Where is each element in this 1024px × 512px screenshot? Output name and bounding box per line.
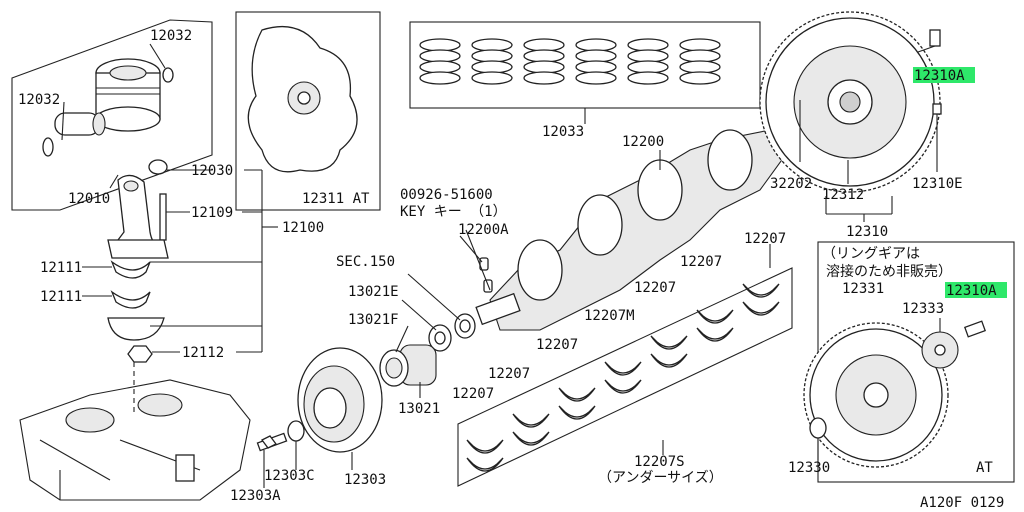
crank-pulley-group — [256, 273, 476, 488]
label-13021e: 13021E — [348, 284, 399, 300]
key-part — [459, 229, 493, 293]
bearing-shell — [696, 309, 734, 324]
piston-ring — [627, 71, 669, 85]
piston-ring — [679, 49, 721, 63]
piston-ring — [627, 38, 669, 52]
label-12303: 12303 — [344, 472, 386, 488]
label-12112: 12112 — [182, 345, 224, 361]
piston-assembly — [11, 19, 213, 211]
bearing-shell — [650, 353, 688, 368]
label-12330: 12330 — [788, 460, 830, 476]
label-12333: 12333 — [902, 301, 944, 317]
label-12207-c: 12207 — [634, 280, 676, 296]
bearing-shell — [650, 335, 688, 350]
label-12310a-top: 12310A — [914, 68, 965, 84]
label-12033: 12033 — [542, 124, 584, 140]
bearing-shell — [696, 327, 734, 342]
label-12109: 12109 — [191, 205, 233, 221]
label-12200a: 12200A — [458, 222, 509, 238]
label-key: KEY キー （1） — [400, 204, 507, 220]
flywheel-mt — [759, 11, 942, 222]
label-12100: 12100 — [282, 220, 324, 236]
label-12303a: 12303A — [230, 488, 281, 504]
piston-ring — [575, 60, 617, 74]
piston-ring — [471, 60, 513, 74]
label-12207-d: 12207 — [536, 337, 578, 353]
label-12207-b: 12207 — [680, 254, 722, 270]
label-12310a-bottom: 12310A — [946, 283, 997, 299]
main-bearings — [457, 244, 793, 487]
label-12207m: 12207M — [584, 308, 635, 324]
label-12032-top: 12032 — [150, 28, 192, 44]
piston-ring — [523, 38, 565, 52]
connecting-rod-assembly — [107, 159, 169, 363]
label-12030: 12030 — [191, 163, 233, 179]
label-12010: 12010 — [68, 191, 110, 207]
piston-ring — [679, 71, 721, 85]
drive-plate-box — [235, 11, 381, 211]
label-12111-b: 12111 — [40, 289, 82, 305]
piston-ring — [419, 49, 461, 63]
label-12207-f: 12207 — [452, 386, 494, 402]
piston-ring — [679, 38, 721, 52]
piston-ring — [575, 38, 617, 52]
piston-ring — [627, 49, 669, 63]
label-12331: 12331 — [842, 281, 884, 297]
piston-ring — [471, 49, 513, 63]
piston-ring — [471, 38, 513, 52]
leader-lines-left — [61, 43, 278, 353]
label-12207s-note: （アンダーサイズ） — [598, 470, 723, 486]
label-13021f: 13021F — [348, 312, 399, 328]
piston-ring — [575, 71, 617, 85]
label-12207s: 12207S — [634, 454, 685, 470]
bearing-shell — [558, 405, 596, 420]
bearing-shell — [512, 431, 550, 446]
label-sec150: SEC.150 — [336, 254, 395, 270]
ring-gear-note-1: （リングギアは — [822, 246, 920, 262]
bearing-shell — [742, 283, 780, 298]
bearing-shell — [558, 387, 596, 402]
piston-ring — [419, 38, 461, 52]
part-labels: 12032 12032 12010 12030 12109 12100 1211… — [18, 28, 1007, 511]
bearing-shell — [742, 301, 780, 316]
crankshaft — [475, 120, 797, 331]
piston-ring — [419, 60, 461, 74]
piston-ring — [471, 71, 513, 85]
label-12111-a: 12111 — [40, 260, 82, 276]
label-key-code: 00926-51600 — [400, 187, 493, 203]
drive-plate-at-box — [803, 241, 1015, 483]
label-12310e: 12310E — [912, 176, 963, 192]
bearing-shell — [466, 439, 504, 454]
bearing-shell — [512, 413, 550, 428]
piston-ring — [627, 60, 669, 74]
label-12311-at: 12311 AT — [302, 191, 370, 207]
piston-rings-box — [409, 21, 761, 124]
label-32202: 32202 — [770, 176, 812, 192]
figure-code: A120F 0129 — [920, 495, 1004, 511]
bearing-shell — [604, 379, 642, 394]
bearing-shell — [466, 457, 504, 472]
ring-gear-note-2: 溶接のため非販売） — [826, 263, 952, 280]
bearing-shell — [604, 361, 642, 376]
label-12207-top: 12207 — [744, 231, 786, 247]
label-12032-left: 12032 — [18, 92, 60, 108]
piston-ring — [575, 49, 617, 63]
piston-ring — [679, 60, 721, 74]
piston-ring — [419, 71, 461, 85]
label-12207-e: 12207 — [488, 366, 530, 382]
label-12310: 12310 — [846, 224, 888, 240]
piston-ring — [523, 71, 565, 85]
label-12312: 12312 — [822, 187, 864, 203]
label-12200: 12200 — [622, 134, 664, 150]
label-12303c: 12303C — [264, 468, 315, 484]
piston-ring — [523, 49, 565, 63]
label-13021: 13021 — [398, 401, 440, 417]
engine-block — [19, 362, 251, 501]
label-at: AT — [976, 460, 993, 476]
piston-ring — [523, 60, 565, 74]
